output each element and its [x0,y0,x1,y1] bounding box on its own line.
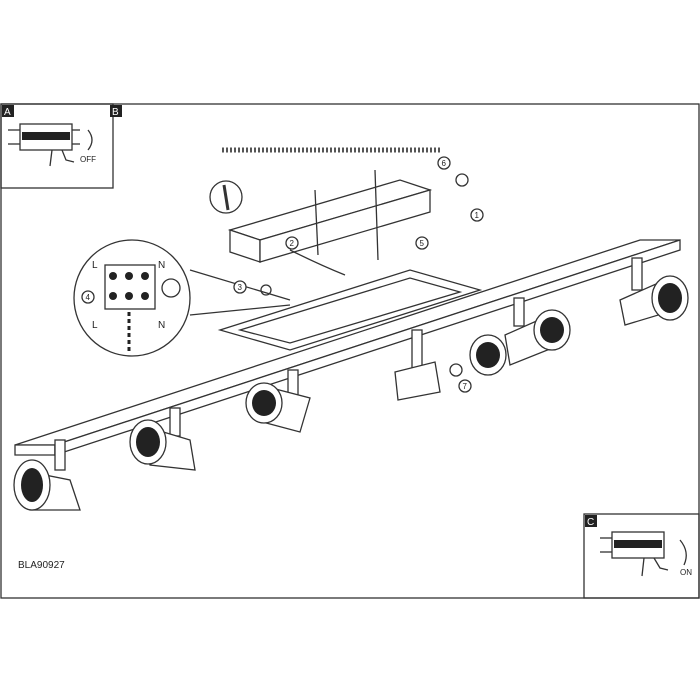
step-6: 6 [442,159,447,168]
terminal-block-icon [8,123,80,151]
wiring-detail: L N L N [73,239,291,357]
mounting-bracket [227,169,433,276]
spotlight [129,407,196,471]
wire-label-l-top: L [92,260,98,271]
wire-label-n-bottom: N [158,320,165,331]
spotlight [504,297,571,366]
terminal-block-icon [600,531,665,559]
model-code: BLA90927 [18,560,65,571]
panel-a: A B OFF [0,103,122,189]
rotate-arrow-icon [679,539,687,566]
spotlight-disassembled [394,329,507,401]
panel-a-state: OFF [80,155,96,164]
step-2: 2 [290,239,295,248]
panel-c: C ON [583,513,700,599]
wire-label-l-bottom: L [92,320,98,331]
rotate-arrow-icon [87,129,93,151]
step-7: 7 [463,382,468,391]
step-4: 4 [86,293,91,302]
screwdriver-icon [641,557,669,577]
screwdriver-icon [49,149,75,167]
panel-b-label: B [112,107,119,118]
wire-label-n-top: N [158,260,165,271]
diagram-frame [0,103,700,599]
track-rail [14,239,681,456]
step-1: 1 [475,211,480,220]
step-5: 5 [420,239,425,248]
canopy-plate [217,269,483,351]
panel-c-state: ON [680,568,692,577]
step-3: 3 [238,283,243,292]
spotlight [13,439,81,511]
ground-icon [161,278,181,298]
mounting-screw-icon [260,173,469,296]
spotlight [245,369,311,433]
spotlight [619,257,689,326]
panel-a-label: A [4,107,11,118]
panel-c-label: C [587,517,594,528]
